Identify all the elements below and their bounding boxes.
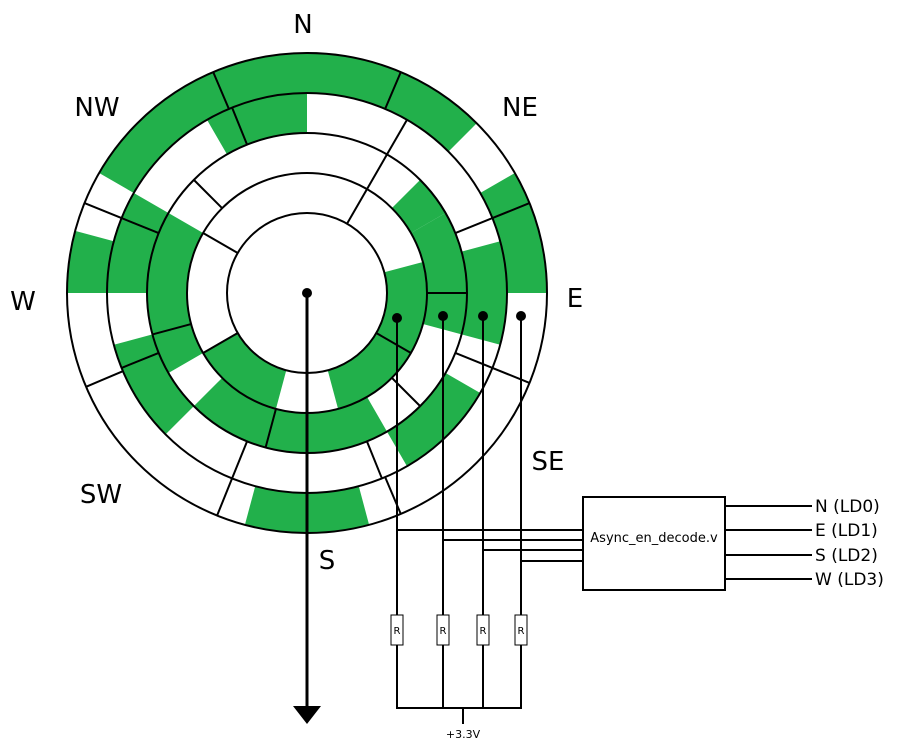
supply-rail	[396, 645, 522, 724]
supply-label: +3.3V	[446, 728, 481, 741]
encoder-tracks	[67, 53, 547, 533]
divider-band-1-1	[346, 188, 368, 225]
divider-band-3-4	[366, 440, 383, 479]
divider-band-3-1	[386, 119, 408, 155]
resistor-3-label: R	[480, 626, 487, 637]
label-n: N	[293, 10, 312, 40]
divider-band-4-5	[216, 478, 234, 516]
divider-band-4-2	[492, 202, 530, 220]
divider-band-4-1	[384, 71, 402, 110]
divider-band-4-3	[492, 366, 530, 384]
decoder-box	[582, 496, 726, 591]
divider-band-1-4	[202, 332, 239, 354]
output-label-s: S (LD2)	[815, 546, 878, 566]
track-3-segment-3	[113, 334, 194, 435]
resistor-1-label: R	[394, 626, 401, 637]
label-sw: SW	[80, 480, 122, 510]
decoder-block: Async_en_decode.v	[582, 496, 726, 591]
divider-band-1-2	[375, 332, 412, 354]
divider-band-2-6	[193, 179, 223, 209]
ground-connection	[293, 288, 321, 724]
divider-band-3-7	[121, 217, 160, 234]
decoder-outputs: N (LD0) E (LD1) S (LD2) W (LD3)	[725, 497, 884, 590]
resistor-2-label: R	[440, 626, 447, 637]
output-label-w: W (LD3)	[815, 570, 884, 590]
divider-band-4-6	[85, 370, 124, 388]
track-1-inner-segment-2	[203, 333, 287, 409]
label-se: SE	[532, 447, 565, 477]
track-2-segment-4	[391, 179, 446, 233]
label-nw: NW	[74, 93, 119, 123]
track-1-inner-segment-1	[327, 261, 428, 409]
divider-band-4-7	[84, 202, 122, 220]
ground-arrow-icon	[293, 706, 321, 724]
track-4-outer-segment-2	[480, 173, 547, 293]
divider-band-2-4	[264, 408, 277, 448]
track-3-segment-1	[461, 241, 507, 345]
divider-band-3-6	[121, 352, 160, 369]
divider-band-2-5	[152, 323, 192, 336]
track-4-outer-segment-5	[99, 53, 307, 193]
label-w: W	[10, 287, 36, 317]
label-s: S	[319, 546, 336, 576]
divider-band-3-2	[454, 217, 493, 234]
divider-band-3-3	[454, 352, 493, 369]
divider-band-3-8	[231, 107, 248, 146]
resistor-4-label: R	[518, 626, 525, 637]
track-4-outer-segment-4	[67, 230, 114, 293]
label-e: E	[567, 284, 583, 314]
divider-band-2-1	[366, 153, 388, 190]
track-2-segment-2	[193, 377, 387, 453]
pullup-resistors: R R R R	[390, 614, 528, 646]
decoder-label: Async_en_decode.v	[590, 531, 718, 546]
track-2-segment-1	[410, 213, 467, 335]
output-label-n: N (LD0)	[815, 497, 880, 517]
sense-wires	[392, 311, 583, 615]
track-3-segment-2	[387, 373, 481, 467]
divider-band-3-5	[231, 440, 248, 479]
output-label-e: E (LD1)	[815, 521, 878, 541]
divider-band-4-8	[212, 71, 230, 110]
divider-band-1-5	[202, 232, 239, 254]
label-ne: NE	[502, 93, 538, 123]
divider-band-4-4	[384, 476, 402, 515]
track-4-outer-segment-1	[307, 53, 477, 152]
